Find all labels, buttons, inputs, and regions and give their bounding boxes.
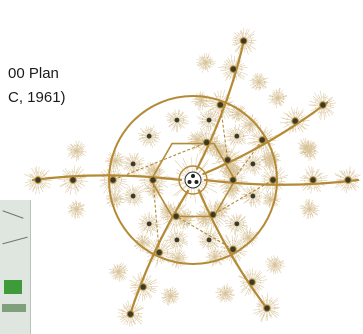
town-node [70,177,76,183]
town-node [210,211,216,217]
hub-dot [188,180,192,184]
ring-node [207,118,212,123]
town-node [345,177,351,183]
caption-line-1: 00 Plan [8,62,66,86]
settlement-cluster [268,88,287,108]
inset-map-green-area [4,280,22,294]
inset-map-legend-bar [2,304,26,312]
town-node [217,102,223,108]
settlement-cluster [161,286,179,306]
ring-node [131,162,136,167]
hub-dot [194,180,198,184]
town-node [140,284,146,290]
settlement-cluster [265,255,285,274]
ring-node [175,237,180,242]
town-node [270,177,276,183]
settlement-cluster [68,200,86,219]
settlement-cluster [109,262,128,282]
settlement-cluster [168,248,188,268]
town-node [230,246,236,252]
ring-node [131,194,136,199]
ring-node [234,134,239,139]
settlement-cluster [67,141,87,162]
settlement-cluster [105,150,125,170]
town-node [320,102,326,108]
settlement-cluster [249,73,268,91]
town-node [35,177,41,183]
ring-node [234,221,239,226]
ring-node [250,162,255,167]
town-node [173,213,179,219]
town-node [230,177,236,183]
town-node [156,249,162,255]
town-node [150,177,156,183]
hub-dot [191,174,195,178]
ring-node [147,221,152,226]
ring-node [175,118,180,123]
settlement-cluster [191,91,211,110]
ring-node [250,194,255,199]
town-node [259,137,265,143]
ring-node [147,134,152,139]
town-node [127,311,133,317]
ring-node [207,237,212,242]
town-node [110,177,116,183]
town-node [224,157,230,163]
central-hub [179,166,207,194]
town-node [230,66,236,72]
settlement-cluster [263,191,281,209]
caption-line-2: C, 1961) [8,86,66,110]
plan-caption: 00 Plan C, 1961) [8,62,66,110]
town-node [310,177,316,183]
town-node [292,118,298,124]
settlement-cluster [300,199,320,219]
settlement-cluster [196,53,215,73]
inset-map-thumbnail [0,200,31,334]
town-node [249,279,255,285]
town-node [264,305,270,311]
town-node [240,38,246,44]
settlement-cluster [106,189,125,208]
settlement-cluster [215,283,235,302]
town-node [203,139,209,145]
